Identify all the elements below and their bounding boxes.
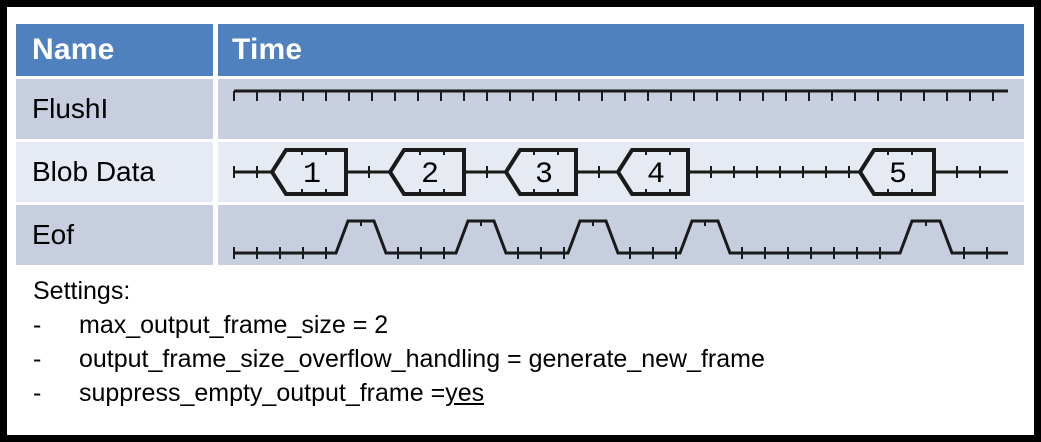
row-label-blob-data: Blob Data [32, 156, 155, 187]
settings-item: - suppress_empty_output_frame = yes [33, 381, 993, 406]
blob-label-1: 1 [303, 158, 321, 192]
blob-shape-1 [269, 148, 348, 196]
row-wave-cell-flushi [218, 79, 1024, 139]
settings-block: Settings: - max_output_frame_size = 2 - … [33, 279, 993, 415]
header-label-name: Name [32, 33, 115, 66]
row-name-cell-flushi: FlushI [16, 79, 213, 139]
table-header-row: Name Time [16, 24, 1024, 76]
waveform-flushi [233, 89, 1008, 101]
settings-bullet: - [33, 345, 42, 373]
row-wave-cell-blob-data: 1 2 3 4 5 [218, 142, 1024, 202]
waveform-eof [233, 219, 1008, 259]
row-wave-cell-eof [218, 205, 1024, 265]
settings-item-text: max_output_frame_size = 2 [79, 311, 389, 339]
row-name-cell-blob-data: Blob Data [16, 142, 213, 202]
table-row: Blob Data [16, 142, 1024, 202]
table-row: FlushI [16, 79, 1024, 139]
header-label-time: Time [232, 33, 303, 66]
table-row: Eof [16, 205, 1024, 265]
settings-bullet: - [33, 379, 42, 407]
blob-shape-2 [387, 148, 466, 196]
blob-label-3: 3 [535, 158, 553, 192]
blob-shape-3 [503, 148, 578, 196]
header-cell-name: Name [16, 24, 213, 76]
row-label-flushi: FlushI [32, 93, 109, 124]
signal-table: Name Time FlushI Blob [16, 24, 1024, 268]
settings-bullet: - [33, 311, 42, 339]
settings-item-value: yes [445, 379, 485, 407]
header-cell-time: Time [218, 24, 1024, 76]
blob-label-5: 5 [889, 158, 907, 192]
settings-title: Settings: [33, 277, 131, 305]
waveform-blob-data: 1 2 3 4 5 [233, 148, 1008, 196]
blob-label-4: 4 [647, 158, 665, 192]
row-label-eof: Eof [32, 219, 75, 250]
settings-item: - output_frame_size_overflow_handling = … [33, 347, 993, 372]
settings-item: - max_output_frame_size = 2 [33, 313, 993, 338]
settings-item-text: output_frame_size_overflow_handling = ge… [79, 345, 765, 373]
blob-shape-4 [615, 148, 690, 196]
blob-label-2: 2 [421, 158, 439, 192]
settings-item-text: suppress_empty_output_frame = [79, 379, 446, 407]
row-name-cell-eof: Eof [16, 205, 213, 265]
blob-shape-5 [857, 148, 936, 196]
